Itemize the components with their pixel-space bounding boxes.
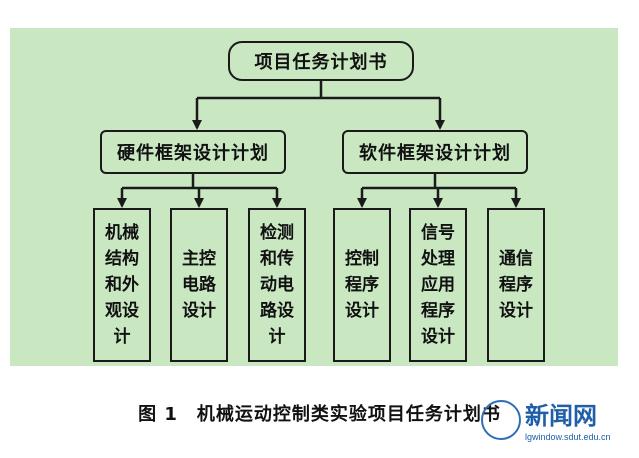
figure-caption: 图 1 机械运动控制类实验项目任务计划书 bbox=[138, 404, 501, 425]
leaf-control-program: 控制程序设计 bbox=[333, 208, 391, 362]
leaf-main-control-circuit: 主控电路设计 bbox=[170, 208, 228, 362]
root-node: 项目任务计划书 bbox=[228, 41, 414, 81]
hardware-plan-node: 硬件框架设计计划 bbox=[100, 130, 286, 174]
watermark-title: 新闻网 bbox=[525, 402, 597, 430]
watermark-url: lgwindow.sdut.edu.cn bbox=[525, 432, 611, 442]
arrow-head bbox=[117, 198, 127, 208]
software-connector bbox=[360, 174, 518, 206]
root-connector bbox=[195, 81, 442, 128]
arrow-head bbox=[435, 120, 445, 130]
hardware-connector bbox=[120, 174, 279, 206]
arrow-head bbox=[433, 198, 443, 208]
watermark: 新闻网 lgwindow.sdut.edu.cn bbox=[481, 396, 631, 448]
leaf-mechanical-design: 机械结构和外观设计 bbox=[93, 208, 151, 362]
arrow-head bbox=[272, 198, 282, 208]
leaf-detection-drive-circuit: 检测和传动电路设计 bbox=[248, 208, 306, 362]
arrow-head bbox=[192, 120, 202, 130]
seal-icon bbox=[481, 400, 521, 440]
leaf-communication-program: 通信程序设计 bbox=[487, 208, 545, 362]
software-plan-node: 软件框架设计计划 bbox=[342, 130, 528, 174]
arrow-head bbox=[194, 198, 204, 208]
leaf-signal-processing-program: 信号处理应用程序设计 bbox=[409, 208, 467, 362]
arrow-head bbox=[357, 198, 367, 208]
arrow-head bbox=[511, 198, 521, 208]
